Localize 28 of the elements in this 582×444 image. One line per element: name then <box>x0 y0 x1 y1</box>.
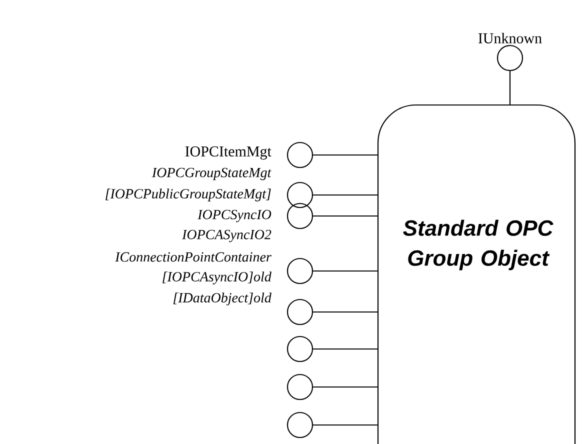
connector-line <box>313 270 378 272</box>
interface-name: IConnectionPointContainer <box>115 252 272 262</box>
interface-name: IOPCASyncIO2 <box>182 230 272 242</box>
interface-name: IOPCGroupStateMgt <box>152 168 272 180</box>
interface-name: [IOPCAsyncIO]old <box>162 272 272 284</box>
interface-circle <box>286 336 314 362</box>
connector-line <box>313 424 378 426</box>
object-box: Standard OPC Group Object <box>377 104 576 444</box>
interface-name: IOPCSyncIO <box>198 210 272 222</box>
interface-circle <box>286 258 314 284</box>
interface-circle <box>286 202 314 230</box>
connector-line <box>313 215 378 217</box>
interface-circle <box>496 44 524 72</box>
connector-line <box>509 71 511 104</box>
interface-name: IOPCItemMgt <box>185 146 272 160</box>
interface-circle <box>286 182 314 208</box>
interface-circle <box>286 374 314 400</box>
interface-circle <box>286 298 314 326</box>
connector-line <box>313 311 378 313</box>
interface-circle <box>286 412 314 438</box>
interface-name: IUnknown <box>478 32 542 44</box>
connector-line <box>313 386 378 388</box>
interface-circle <box>286 142 314 168</box>
interface-name: [IDataObject]old <box>173 292 272 306</box>
connector-line <box>313 348 378 350</box>
connector-line <box>313 194 378 196</box>
connector-line <box>313 154 378 156</box>
interface-name: [IOPCPublicGroupStateMgt] <box>106 188 271 202</box>
